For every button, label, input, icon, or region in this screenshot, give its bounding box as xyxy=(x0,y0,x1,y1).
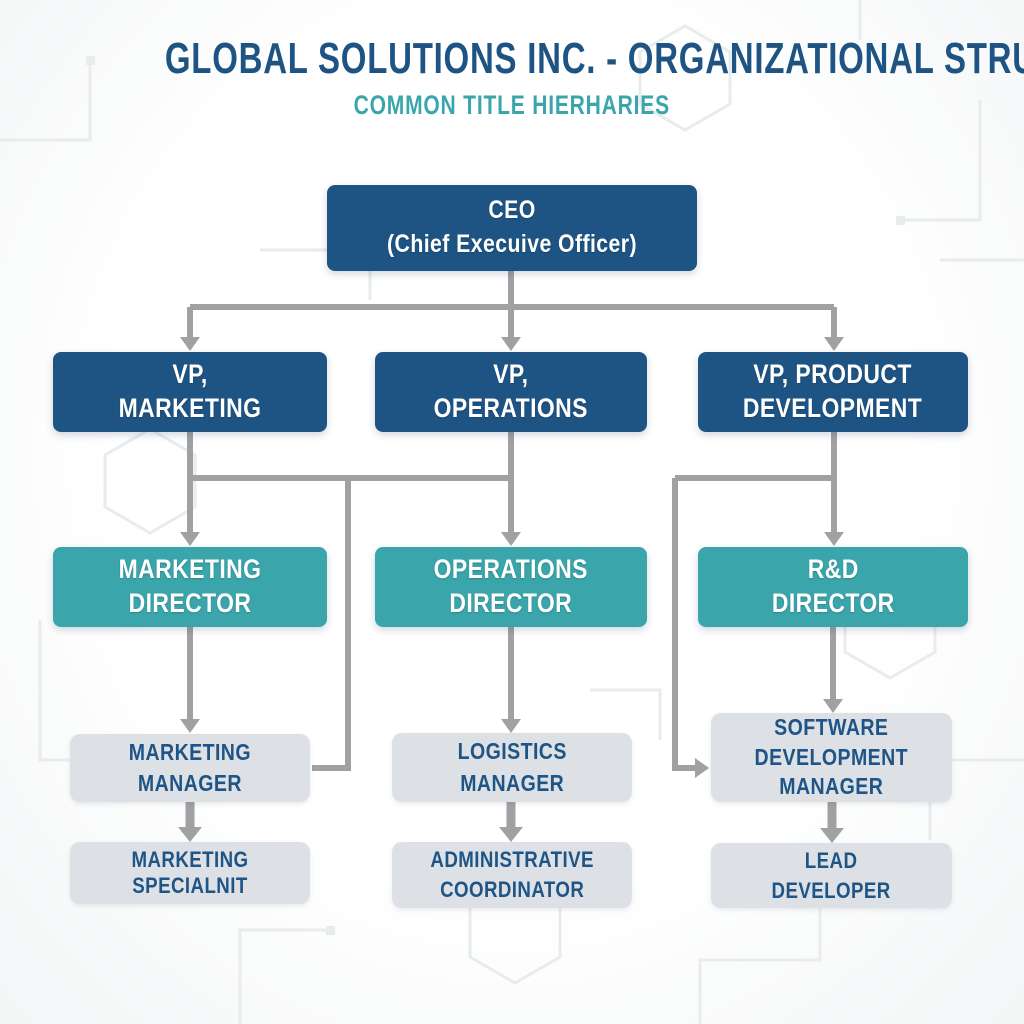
node-software-development-manager-label: SOFTWARE DEVELOPMENT MANAGER xyxy=(754,714,909,800)
node-vp-marketing-label: VP, MARKETING xyxy=(118,359,262,423)
node-marketing-manager: MARKETING MANAGER xyxy=(70,734,310,802)
node-marketing-director-label: MARKETING DIRECTOR xyxy=(118,554,262,618)
arrowhead-logistics-manager xyxy=(501,719,521,733)
arrowhead-vp-marketing xyxy=(180,337,200,351)
node-lead-developer-label: LEAD DEVELOPER xyxy=(771,847,892,903)
node-ceo-label: CEO (Chief Execuive Officer) xyxy=(387,196,637,258)
node-vp-product-development-label: VP, PRODUCT DEVELOPMENT xyxy=(743,359,923,423)
arrowhead-operations-director xyxy=(501,532,521,546)
arrowhead-marketing-director xyxy=(180,532,200,546)
node-marketing-manager-label: MARKETING MANAGER xyxy=(128,738,252,796)
node-logistics-manager-label: LOGISTICS MANAGER xyxy=(457,738,567,796)
node-administrative-coordinator-label: ADMINISTRATIVE COORDINATOR xyxy=(430,847,594,902)
arrowhead-admin-coordinator xyxy=(499,827,523,842)
page-subtitle: COMMON TITLE HIERHARIES xyxy=(353,90,671,120)
node-software-development-manager: SOFTWARE DEVELOPMENT MANAGER xyxy=(711,713,952,802)
arrowhead-marketing-specialist xyxy=(178,827,202,842)
connector-left-bypass xyxy=(190,475,511,771)
arrowhead-marketing-manager xyxy=(180,719,200,733)
node-operations-director-label: OPERATIONS DIRECTOR xyxy=(433,554,589,618)
node-lead-developer: LEAD DEVELOPER xyxy=(711,843,952,908)
node-operations-director: OPERATIONS DIRECTOR xyxy=(375,547,647,627)
arrowhead-vp-product xyxy=(824,337,844,351)
node-vp-operations: VP, OPERATIONS xyxy=(375,352,647,432)
node-vp-operations-label: VP, OPERATIONS xyxy=(433,359,589,423)
arrowhead-lead-developer xyxy=(820,828,844,843)
arrowhead-software-dev-manager xyxy=(823,699,843,713)
arrowhead-vp-operations xyxy=(501,337,521,351)
node-vp-marketing: VP, MARKETING xyxy=(53,352,327,432)
node-marketing-specialist: MARKETING SPECIALNIT xyxy=(70,842,310,904)
node-ceo: CEO (Chief Execuive Officer) xyxy=(327,185,697,271)
node-administrative-coordinator: ADMINISTRATIVE COORDINATOR xyxy=(392,842,632,908)
connector-right-bypass xyxy=(672,475,834,771)
arrowhead-rd-director xyxy=(824,532,844,546)
node-logistics-manager: LOGISTICS MANAGER xyxy=(392,733,632,802)
node-rd-director: R&D DIRECTOR xyxy=(698,547,968,627)
node-rd-director-label: R&D DIRECTOR xyxy=(771,554,895,618)
page-title: GLOBAL SOLUTIONS INC. - ORGANIZATIONAL S… xyxy=(164,34,1024,83)
node-marketing-specialist-label: MARKETING SPECIALNIT xyxy=(131,847,249,898)
node-vp-product-development: VP, PRODUCT DEVELOPMENT xyxy=(698,352,968,432)
connector-ceo-to-vps xyxy=(187,271,837,337)
arrowhead-software-dev-manager-side xyxy=(695,758,709,778)
node-marketing-director: MARKETING DIRECTOR xyxy=(53,547,327,627)
